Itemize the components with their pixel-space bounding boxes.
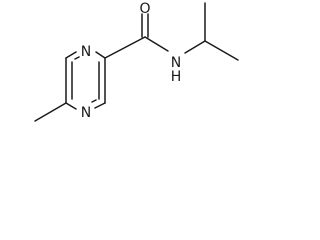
- structure-diagram: N N O N H: [34, 1, 239, 122]
- bond-carbonyl-amide-n: [144, 36, 169, 52]
- substituents: [34, 2, 239, 122]
- bond-n1-c2: [95, 51, 106, 59]
- atom-n1-label: N: [81, 44, 91, 60]
- bond-ch-methyl-right: [204, 40, 239, 61]
- bond-c3-n4: [94, 102, 106, 109]
- bond-n4-c5: [65, 102, 77, 110]
- bond-n1-c6-inner: [74, 56, 80, 60]
- amide-hydrogen-label: H: [171, 69, 182, 85]
- bond-c6-n1: [65, 51, 77, 59]
- bond-c2-carbonyl: [104, 36, 146, 59]
- pyrazine-ring: [65, 51, 106, 110]
- bond-amide-n-ch: [184, 40, 206, 54]
- atom-n4-label: N: [81, 105, 91, 121]
- bond-n4-c3-inner: [91, 99, 97, 103]
- amide-nitrogen-label: N: [171, 55, 181, 71]
- atom-labels: N N O N H: [81, 1, 182, 121]
- carbonyl-oxygen-label: O: [139, 1, 150, 17]
- bond-c5-methyl: [34, 102, 67, 122]
